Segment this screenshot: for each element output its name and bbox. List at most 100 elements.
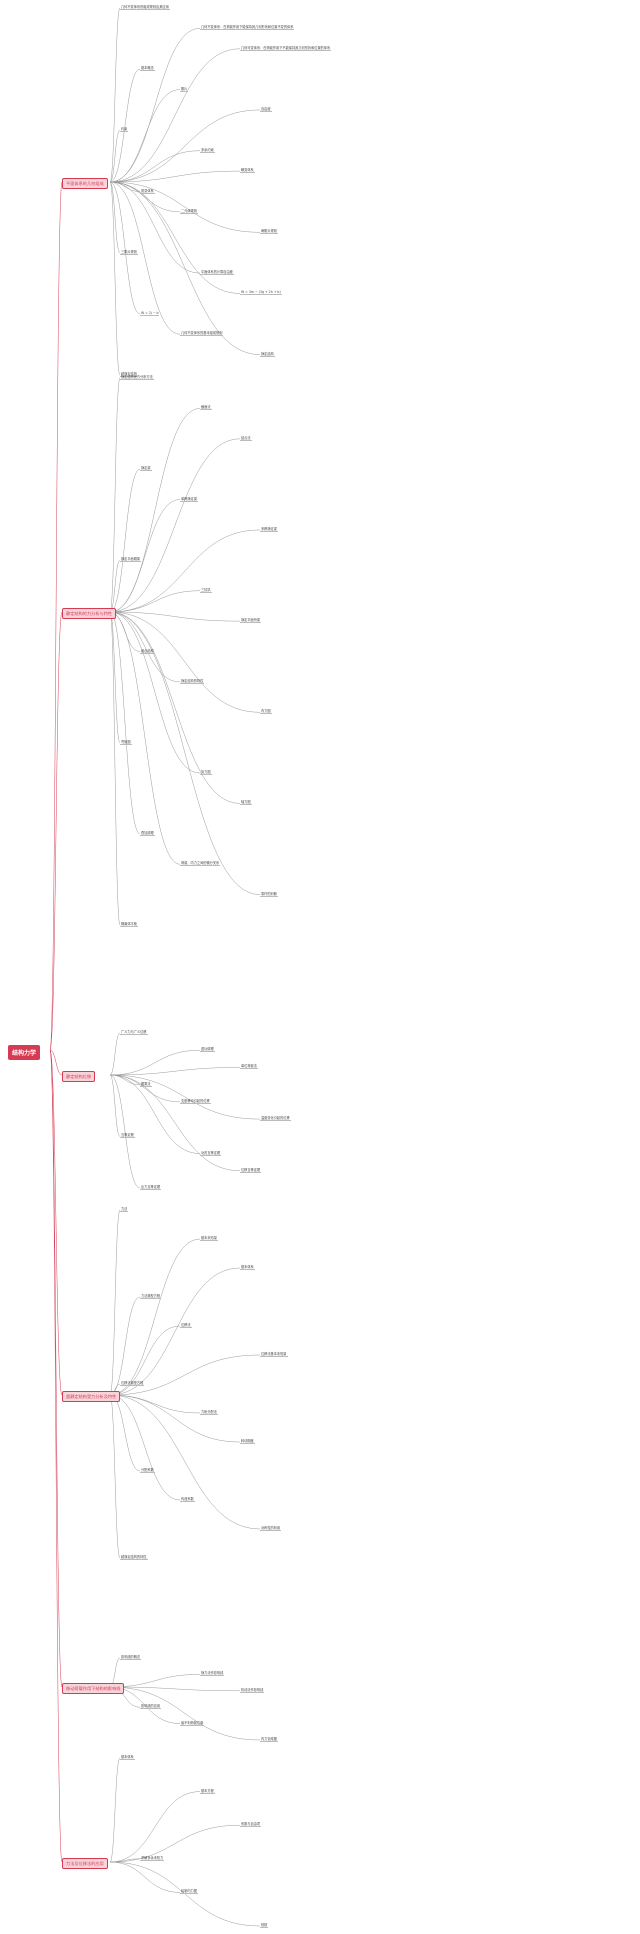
mindmap-node[interactable]: 组合结构 — [140, 648, 155, 654]
mindmap-node[interactable]: 多余约束 — [200, 147, 215, 153]
mindmap-node[interactable]: 静定结构的特性 — [180, 678, 205, 684]
mindmap-node[interactable]: 广义力与广义位移 — [120, 1030, 148, 1035]
mindmap-node[interactable]: 求解多余未知力 — [140, 1855, 165, 1861]
mindmap-node[interactable]: 三刚片规则 — [120, 249, 138, 255]
mindmap-node[interactable]: 几何可变体系：在荷载作用下不能保持其几何形状和位置的体系 — [240, 45, 332, 51]
connector-line — [109, 1074, 261, 1120]
mindmap-node[interactable]: 校核 — [260, 1923, 269, 1928]
mindmap-node[interactable]: 力法典型方程 — [140, 1294, 162, 1299]
branch-node[interactable]: 移动荷载作用下结构的影响线 — [62, 1683, 125, 1694]
mindmap-node[interactable]: 传递系数 — [180, 1497, 195, 1502]
mindmap-node[interactable]: 几何不变体系的组成规则及其应用 — [120, 5, 170, 10]
mindmap-node[interactable]: 静定平面刚架 — [120, 557, 142, 563]
branch-node[interactable]: 平面体系的几何组成 — [62, 178, 108, 189]
mindmap-node[interactable]: 两刚片规则 — [260, 229, 278, 235]
mindmap-node[interactable]: 位移法基本未知量 — [260, 1352, 288, 1357]
mindmap-node[interactable]: 结点法 — [240, 435, 252, 441]
mindmap-node[interactable]: 力矩分配法 — [200, 1410, 218, 1415]
root-node[interactable]: 结构力学 — [8, 1045, 41, 1060]
mindmap-node[interactable]: 最不利荷载位置 — [180, 1720, 205, 1726]
mindmap-node[interactable]: 零杆的判断 — [260, 891, 278, 897]
mindmap-node[interactable]: 约束 — [120, 127, 129, 133]
mindmap-node[interactable]: 内力图 — [260, 709, 272, 715]
branch-node[interactable]: 静定结构的力分析与特性 — [62, 608, 117, 619]
mindmap-node[interactable]: 图乘法 — [140, 1081, 152, 1087]
connector-line — [109, 611, 121, 926]
branch-node[interactable]: 静定结构位移 — [62, 1071, 96, 1082]
mindmap-node[interactable]: 轴力图 — [240, 800, 252, 806]
branch-node[interactable]: 超静定结构受力分析及特性 — [62, 1391, 121, 1402]
connector-line — [109, 181, 261, 355]
mindmap-node[interactable]: W = 2j − b — [140, 310, 160, 316]
connector-line — [109, 611, 141, 835]
connector-line — [109, 1325, 181, 1396]
mindmap-node[interactable]: 力法 — [120, 1207, 129, 1212]
mindmap-node[interactable]: 基本体系 — [120, 1755, 135, 1760]
mindmap-node[interactable]: 静定结构 — [260, 351, 275, 357]
connector-line — [109, 1074, 121, 1137]
mindmap-node[interactable]: 影响线的应用 — [140, 1704, 162, 1710]
mindmap-node[interactable]: 叠加原理 — [140, 830, 155, 836]
mindmap-node[interactable]: 静定平面桁架 — [240, 618, 262, 624]
connector-line — [49, 1049, 63, 1396]
connector-line — [109, 560, 121, 613]
mindmap-node[interactable]: 刚片 — [180, 86, 189, 92]
mindmap-node[interactable]: 基本概念 — [140, 66, 155, 72]
mindmap-node[interactable]: 绘制内力图 — [180, 1889, 198, 1895]
mindmap-node[interactable]: 系数与自由项 — [240, 1822, 262, 1828]
mindmap-node[interactable]: 二元体规则 — [180, 208, 198, 214]
mindmap-node[interactable]: 静力法作影响线 — [200, 1671, 225, 1677]
connector-line — [109, 611, 261, 713]
mindmap-node[interactable]: 转动刚度 — [240, 1439, 255, 1444]
mindmap-node[interactable]: 弯矩图 — [120, 739, 132, 745]
mindmap-node[interactable]: 几何不变体系的基本组成规则 — [180, 331, 224, 337]
mindmap-node[interactable]: 基本体系 — [240, 1265, 255, 1270]
mindmap-node[interactable]: 静定梁 — [140, 466, 152, 472]
connector-line — [109, 1686, 241, 1692]
connector-line — [109, 181, 121, 253]
mindmap-node[interactable]: 超静定结构的特性 — [120, 1555, 148, 1560]
mindmap-node[interactable]: 剪力图 — [200, 770, 212, 776]
mindmap-node[interactable]: 多跨静定梁 — [260, 526, 278, 532]
mindmap-node[interactable]: 影响线的概念 — [120, 1655, 142, 1660]
mindmap-node[interactable]: 自由度 — [260, 106, 272, 112]
mindmap-node[interactable]: 温度变化引起的位移 — [260, 1116, 291, 1122]
mindmap-node[interactable]: 隔离体平衡 — [120, 922, 138, 927]
mindmap-node[interactable]: 虚功原理 — [200, 1047, 215, 1053]
mindmap-node[interactable]: 支座移动引起的位移 — [180, 1098, 211, 1104]
connector-line — [109, 611, 261, 895]
connector-line — [109, 1074, 241, 1172]
branch-node[interactable]: 力法及位移法的应用 — [62, 1858, 108, 1869]
connector-line — [109, 7, 121, 183]
mindmap-node[interactable]: 位移法 — [180, 1323, 192, 1328]
connector-line — [109, 408, 201, 613]
mindmap-node[interactable]: 常变体系 — [140, 188, 155, 194]
mindmap-node[interactable]: 荷载、内力之间的微分关系 — [180, 861, 221, 867]
mindmap-node[interactable]: 分配系数 — [140, 1468, 155, 1473]
connector-line — [109, 1861, 181, 1893]
mindmap-node[interactable]: 瞬变体系 — [240, 168, 255, 174]
mindmap-node[interactable]: 基本方程 — [200, 1788, 215, 1794]
connector-line — [109, 181, 261, 233]
mindmap-node[interactable]: 互等定理 — [120, 1133, 135, 1139]
mindmap-node[interactable]: 截面法 — [200, 405, 212, 411]
mindmap-node[interactable]: 几何不变体系：在荷载作用下能保持其几何形状和位置不变的体系 — [200, 25, 295, 31]
mindmap-node[interactable]: W = 3m − (3g + 2h + b) — [240, 290, 282, 296]
connector-line — [109, 181, 181, 335]
mindmap-node[interactable]: 静定结构受力分析方法 — [120, 375, 154, 380]
mindmap-node[interactable]: 反力互等定理 — [140, 1185, 162, 1190]
mindmap-node[interactable]: 机动法作影响线 — [240, 1687, 265, 1693]
mindmap-node[interactable]: 基本未知量 — [200, 1236, 218, 1241]
mindmap-node[interactable]: 位移法典型方程 — [120, 1381, 145, 1386]
mindmap-node[interactable]: 单位荷载法 — [240, 1064, 258, 1070]
connector-line — [49, 1049, 63, 1688]
mindmap-node[interactable]: 位移互等定理 — [240, 1167, 262, 1173]
mindmap-node[interactable]: 三铰拱 — [200, 587, 212, 593]
mindmap-node[interactable]: 超静定结构 — [120, 372, 138, 377]
mindmap-node[interactable]: 内力包络图 — [260, 1737, 278, 1742]
mindmap-node[interactable]: 对称性的利用 — [260, 1526, 282, 1531]
connector-line — [109, 109, 261, 183]
mindmap-node[interactable]: 平面体系的计算自由度 — [200, 270, 234, 276]
mindmap-node[interactable]: 功的互等定理 — [200, 1150, 222, 1156]
mindmap-node[interactable]: 单跨静定梁 — [180, 496, 198, 502]
